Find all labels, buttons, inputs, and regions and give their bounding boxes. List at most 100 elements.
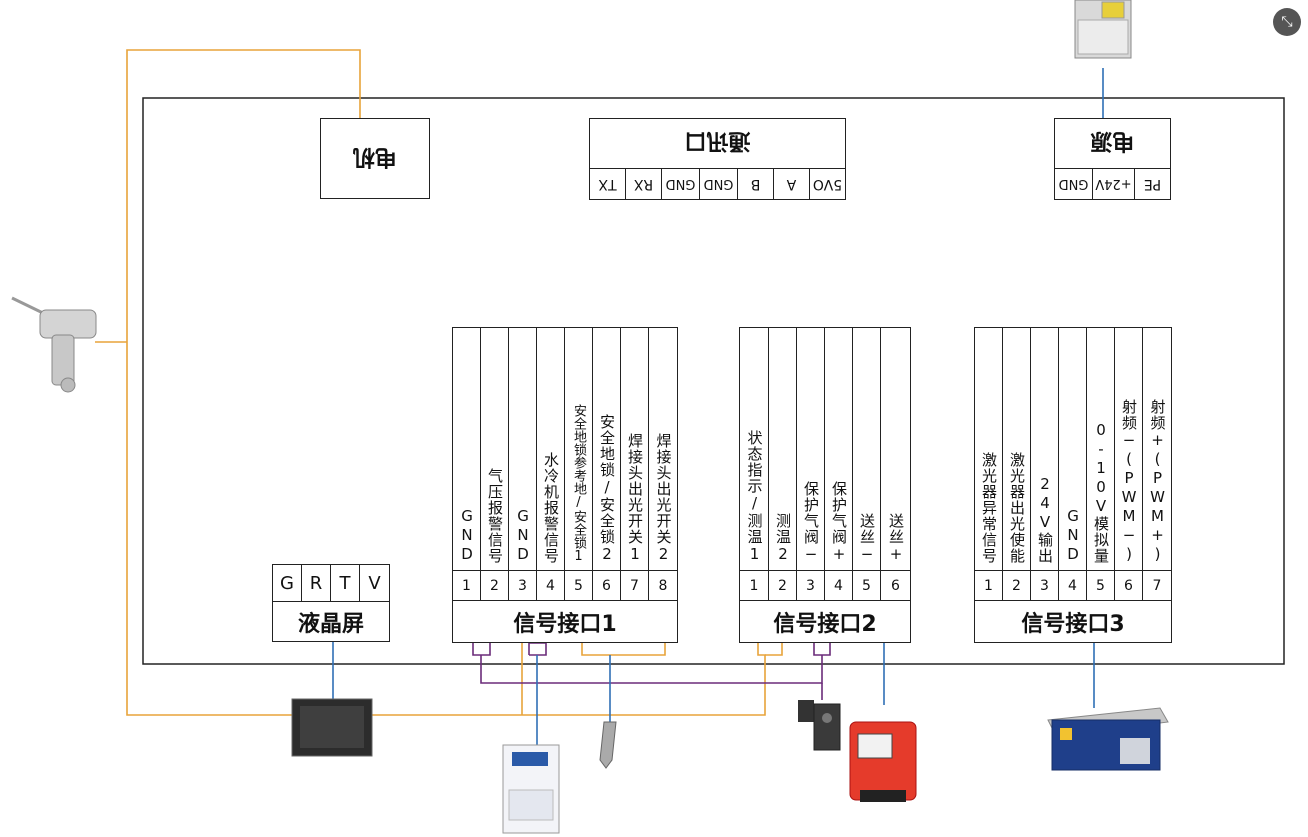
power-pin-24v: +24V <box>1092 169 1134 199</box>
comm-pin-a: A <box>773 169 809 199</box>
sig2-numbers-row: 1 2 3 4 5 6 <box>740 570 910 601</box>
lcd-pin-r: R <box>302 565 331 601</box>
comm-pin-tx: TX <box>598 176 617 192</box>
power-pins-row: PE +24V GND <box>1055 169 1170 199</box>
sig1-pin-5-label: 安全地锁参考地/安全锁1 <box>565 328 593 570</box>
sig2-pin-1-label: 状态指示/测温1 <box>740 328 769 570</box>
comm-port-box: 5VO A B GND GND RX TX 通讯口 <box>589 118 846 200</box>
sig2-pin-2-label: 测温2 <box>769 328 797 570</box>
sig1-pin-4-label: 水冷机报警信号 <box>537 328 565 570</box>
sig3-pin-6-label: 射频−(PWM−) <box>1115 328 1143 570</box>
comm-pin-gnd-1: GND <box>699 169 737 199</box>
comm-pin-gnd-2: GND <box>661 169 699 199</box>
signal-interface-1: GND 气压报警信号 GND 水冷机报警信号 安全地锁参考地/安全锁1 安全地锁… <box>452 327 678 643</box>
sig1-pin-6-label: 安全地锁/安全锁2 <box>593 328 621 570</box>
wire-gas-valve <box>472 643 491 656</box>
sig3-pin-4-num: 4 <box>1059 571 1087 601</box>
sig1-pin-3-num: 3 <box>509 571 537 601</box>
wire-sig2-pin2 <box>765 643 783 656</box>
sig2-pin-2-num: 2 <box>769 571 797 601</box>
comm-pin-rx: RX <box>625 169 661 199</box>
gas-valve-icon <box>798 700 841 751</box>
sig2-title-row: 信号接口2 <box>740 600 910 642</box>
sig2-labels-row: 状态指示/测温1 测温2 保护气阀− 保护气阀+ 送丝− 送丝+ <box>740 328 910 570</box>
sig3-pin-5-num: 5 <box>1087 571 1115 601</box>
sig1-pin-7-num: 7 <box>621 571 649 601</box>
power-pin-pe: PE <box>1134 169 1170 199</box>
power-pin-gnd: GND <box>1058 176 1089 192</box>
power-box: PE +24V GND 电源 <box>1054 118 1171 200</box>
wire-sig2-valve <box>813 643 831 656</box>
water-chiller-icon <box>502 744 560 834</box>
sig1-numbers-row: 1 2 3 4 5 6 7 8 <box>453 570 677 601</box>
wire-chiller-bus <box>528 642 547 656</box>
wire-gas-valve-bus <box>480 655 823 684</box>
welding-torch-icon <box>11 296 97 393</box>
sig3-pin-6-num: 6 <box>1115 571 1143 601</box>
lcd-box: G R T V 液晶屏 <box>272 564 390 642</box>
sig1-pin-2-label: 气压报警信号 <box>481 328 509 570</box>
sig1-pin-2-num: 2 <box>481 571 509 601</box>
sig1-pin-7-label: 焊接头出光开关1 <box>621 328 649 570</box>
sig1-pin-4-num: 4 <box>537 571 565 601</box>
wire-motor-torch <box>126 49 766 716</box>
sig2-title: 信号接口2 <box>773 611 877 637</box>
signal-interface-3: 激光器异常信号 激光器出光使能 24V输出 GND 0-10V模拟量 射频−(P… <box>974 327 1172 643</box>
sig1-pin-6-num: 6 <box>593 571 621 601</box>
lcd-pin-v: V <box>368 572 381 594</box>
controller-board-outline <box>142 97 1285 665</box>
sig1-pin-8-num: 8 <box>658 578 668 594</box>
sig2-pin-5-label: 送丝− <box>853 328 881 570</box>
wire-sig1-switch <box>581 643 666 656</box>
laser-source-icon <box>1047 707 1169 771</box>
sig2-pin-3-num: 3 <box>797 571 825 601</box>
sig2-pin-6-num: 6 <box>891 578 900 594</box>
lcd-pins-row: G R T V <box>273 565 389 601</box>
comm-pin-b: B <box>737 169 773 199</box>
signal-interface-2: 状态指示/测温1 测温2 保护气阀− 保护气阀+ 送丝− 送丝+ 1 2 3 4… <box>739 327 911 643</box>
power-title: 电源 <box>1090 128 1135 154</box>
sig3-pin-7-label: 射频+(PWM+) <box>1148 399 1167 564</box>
power-supply-icon <box>1074 0 1132 59</box>
lcd-pin-g: G <box>273 565 302 601</box>
sig3-pin-7-num: 7 <box>1152 578 1162 594</box>
sig2-pin-3-label: 保护气阀− <box>797 328 825 570</box>
sig1-pin-1-label: GND <box>453 328 481 570</box>
sig3-pin-4-label: GND <box>1059 328 1087 570</box>
motor-box: 电机 <box>320 118 430 199</box>
sig2-pin-4-label: 保护气阀+ <box>825 328 853 570</box>
sig3-pin-3-label: 24V输出 <box>1031 328 1059 570</box>
sig2-pin-4-num: 4 <box>825 571 853 601</box>
sig3-numbers-row: 1 2 3 4 5 6 7 <box>975 570 1171 601</box>
sig3-pin-5-label: 0-10V模拟量 <box>1087 328 1115 570</box>
comm-pins-row: 5VO A B GND GND RX TX <box>590 169 845 199</box>
sig3-pin-2-num: 2 <box>1003 571 1031 601</box>
sig3-pin-1-label: 激光器异常信号 <box>975 328 1003 570</box>
sig2-pin-5-num: 5 <box>853 571 881 601</box>
sig3-pin-3-num: 3 <box>1031 571 1059 601</box>
sig1-pin-1-num: 1 <box>453 571 481 601</box>
fullscreen-exit-button[interactable]: ⤡ <box>1273 8 1301 36</box>
lcd-screen-icon <box>291 698 373 757</box>
fullscreen-exit-icon: ⤡ <box>1281 14 1293 30</box>
sig1-pin-3-label: GND <box>509 328 537 570</box>
sig3-pin-2-label: 激光器出光使能 <box>1003 328 1031 570</box>
lcd-title-row: 液晶屏 <box>273 601 389 641</box>
power-title-row: 电源 <box>1055 119 1170 169</box>
lcd-pin-t: T <box>331 565 360 601</box>
comm-title: 通讯口 <box>684 128 751 154</box>
wire-feeder-icon <box>849 721 917 802</box>
comm-pin-5vo: 5VO <box>809 169 845 199</box>
sig3-pin-1-num: 1 <box>975 571 1003 601</box>
ground-clamp-icon <box>599 721 617 769</box>
sig1-pin-5-num: 5 <box>565 571 593 601</box>
sig3-title: 信号接口3 <box>1021 611 1125 637</box>
sig2-pin-1-num: 1 <box>740 571 769 601</box>
lcd-title: 液晶屏 <box>297 611 364 637</box>
motor-label: 电机 <box>352 143 397 169</box>
sig3-labels-row: 激光器异常信号 激光器出光使能 24V输出 GND 0-10V模拟量 射频−(P… <box>975 328 1171 570</box>
sig2-pin-6-label: 送丝+ <box>887 513 905 564</box>
comm-title-row: 通讯口 <box>590 119 845 169</box>
